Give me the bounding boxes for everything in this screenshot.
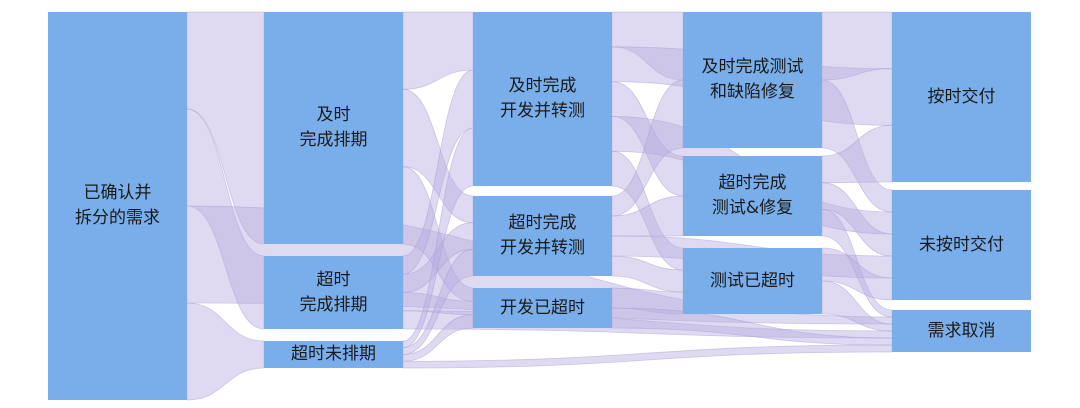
sankey-node-label: 未按时交付 [919, 234, 1004, 255]
sankey-node-deliver_ontime: 按时交付 [892, 12, 1031, 182]
sankey-node-dev_late: 超时完成 开发并转测 [473, 196, 612, 276]
sankey-link-test_overdue-to-deliver_late [821, 247, 893, 301]
sankey-node-label: 超时完成 测试&修复 [711, 173, 794, 218]
sankey-link-confirmed-to-sched_none [186, 302, 265, 401]
sankey-node-label: 超时未排期 [291, 344, 376, 365]
sankey-link-sched_none-to-cancelled [402, 344, 893, 369]
sankey-node-label: 超时完成 开发并转测 [500, 213, 585, 258]
sankey-node-label: 按时交付 [927, 86, 996, 107]
sankey-node-sched_none: 超时未排期 [264, 341, 403, 368]
sankey-node-sched_ontime: 及时 完成排期 [264, 12, 403, 244]
sankey-link-confirmed-to-sched_late [186, 108, 265, 330]
sankey-link-sched_none-to-dev_late [402, 248, 474, 355]
sankey-node-label: 已确认并 拆分的需求 [75, 183, 160, 228]
sankey-node-confirmed: 已确认并 拆分的需求 [48, 12, 187, 400]
sankey-node-deliver_late: 未按时交付 [892, 190, 1031, 300]
sankey-node-test_late: 超时完成 测试&修复 [683, 156, 822, 236]
sankey-node-label: 开发已超时 [500, 297, 585, 318]
sankey-node-label: 及时完成 开发并转测 [500, 76, 585, 121]
sankey-node-label: 及时 完成排期 [299, 105, 368, 150]
sankey-node-dev_overdue: 开发已超时 [473, 288, 612, 328]
sankey-link-sched_none-to-dev_overdue [402, 314, 474, 362]
sankey-node-label: 及时完成测试 和缺陷修复 [701, 57, 804, 102]
sankey-node-cancelled: 需求取消 [892, 310, 1031, 352]
sankey-node-sched_late: 超时 完成排期 [264, 256, 403, 329]
sankey-node-label: 测试已超时 [710, 270, 795, 291]
sankey-node-test_ontime: 及时完成测试 和缺陷修复 [683, 12, 822, 148]
sankey-node-dev_ontime: 及时完成 开发并转测 [473, 12, 612, 186]
sankey-link-dev_overdue-to-test_overdue [611, 287, 684, 315]
sankey-link-test_ontime-to-deliver_ontime [821, 11, 893, 81]
sankey-link-confirmed-to-sched_ontime [186, 11, 265, 245]
sankey-node-test_overdue: 测试已超时 [683, 248, 822, 314]
sankey-node-label: 超时 完成排期 [299, 269, 368, 315]
sankey-node-label: 需求取消 [927, 320, 996, 341]
